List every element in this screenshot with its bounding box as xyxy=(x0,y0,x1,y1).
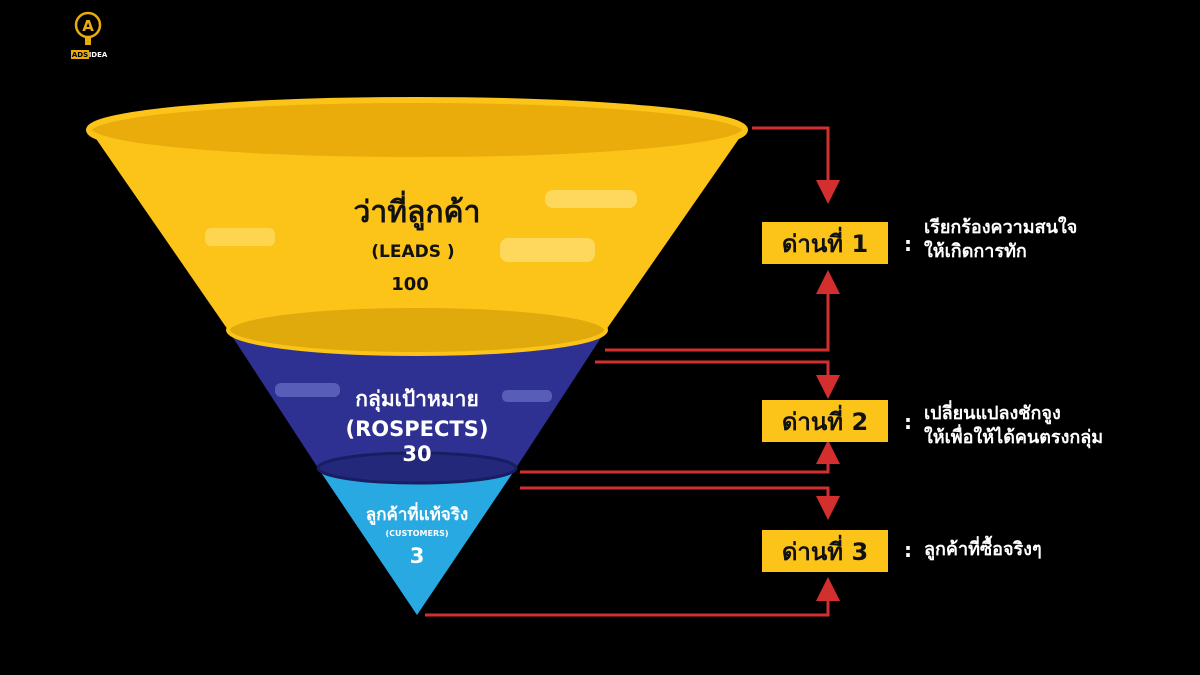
stage-3-description: ลูกค้าที่ซื้อจริงๆ xyxy=(924,538,1042,562)
funnel-prospects-section xyxy=(228,330,606,481)
funnel-mid-rim xyxy=(226,304,608,356)
customers-subtitle: (CUSTOMERS) xyxy=(385,529,448,538)
highlight-decor xyxy=(502,390,552,402)
colon: : xyxy=(904,538,912,562)
funnel-low-rim xyxy=(316,451,518,485)
svg-text:A: A xyxy=(82,17,94,35)
arrow-up-stage-1 xyxy=(605,270,840,352)
customers-title: ลูกค้าที่แท้จริง xyxy=(366,502,468,526)
colon: : xyxy=(904,232,912,256)
stage-2-description: เปลี่ยนแปลงชักจูง ให้เพื่อให้ได้คนตรงกลุ… xyxy=(924,402,1103,450)
stage-2-desc-line1: เปลี่ยนแปลงชักจูง xyxy=(924,403,1061,424)
arrow-to-stage-1 xyxy=(752,126,840,204)
stage-1-description: เรียกร้องความสนใจ ให้เกิดการทัก xyxy=(924,216,1077,264)
leads-value: 100 xyxy=(391,274,429,295)
highlight-decor xyxy=(500,238,595,262)
stage-3-desc-line1: ลูกค้าที่ซื้อจริงๆ xyxy=(924,539,1042,560)
arrow-to-stage-2 xyxy=(595,360,840,399)
arrow-up-stage-2 xyxy=(520,440,840,474)
svg-text:ADS: ADS xyxy=(72,51,88,59)
stage-2-desc-line2: ให้เพื่อให้ได้คนตรงกลุ่ม xyxy=(924,427,1104,448)
arrow-up-stage-3 xyxy=(425,577,840,617)
highlight-decor xyxy=(205,228,275,246)
svg-text:IDEA: IDEA xyxy=(89,51,108,59)
funnel-top-rim xyxy=(86,97,748,163)
customers-value: 3 xyxy=(410,544,425,568)
stage-1-desc-line2: ให้เกิดการทัก xyxy=(924,241,1027,262)
highlight-decor xyxy=(545,190,637,208)
colon: : xyxy=(904,410,912,434)
prospects-subtitle: (ROSPECTS) xyxy=(346,417,489,441)
prospects-title: กลุ่มเป้าหมาย xyxy=(355,387,479,413)
stage-1-desc-line1: เรียกร้องความสนใจ xyxy=(924,217,1078,238)
connector-arrows xyxy=(425,126,840,617)
funnel-customers-section xyxy=(318,468,516,615)
prospects-value: 30 xyxy=(402,442,431,466)
adsidea-logo: A ADS IDEA xyxy=(71,11,108,59)
stage-3-label: ด่านที่ 3 xyxy=(762,530,888,572)
funnel-leads-section xyxy=(90,130,745,353)
leads-title: ว่าที่ลูกค้า xyxy=(354,190,481,231)
leads-subtitle: (LEADS ) xyxy=(371,242,454,262)
stage-1-label: ด่านที่ 1 xyxy=(762,222,888,264)
arrow-to-stage-3 xyxy=(520,486,840,520)
highlight-decor xyxy=(275,383,340,397)
stage-2-label: ด่านที่ 2 xyxy=(762,400,888,442)
